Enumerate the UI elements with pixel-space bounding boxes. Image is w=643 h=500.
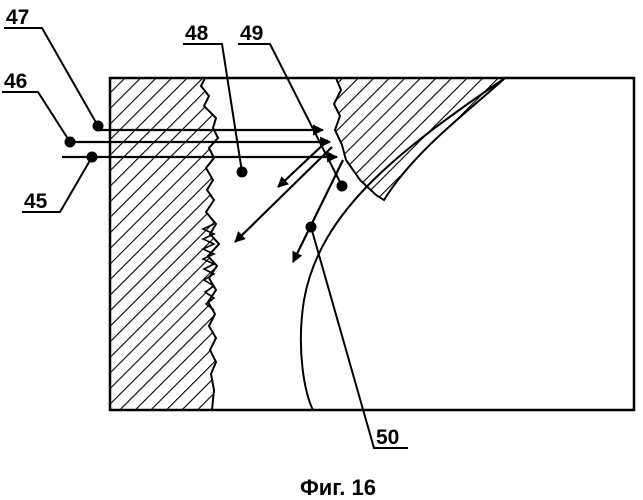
- label-50: 50: [376, 426, 399, 449]
- label-46: 46: [4, 70, 27, 93]
- label-49: 49: [240, 22, 263, 45]
- label-47: 47: [6, 6, 29, 29]
- label-45: 45: [24, 190, 48, 213]
- hatched-wall-left: [110, 78, 219, 410]
- dot-48: [237, 167, 248, 178]
- leader-49: [238, 44, 342, 186]
- dot-46: [65, 137, 76, 148]
- leader-50: [311, 227, 408, 448]
- dot-47: [93, 121, 104, 132]
- dot-50: [306, 222, 317, 233]
- ray-48: [278, 140, 328, 187]
- leader-46: [2, 92, 70, 142]
- label-48: 48: [185, 22, 209, 45]
- figure-caption: Фиг. 16: [300, 475, 376, 500]
- dot-49: [337, 181, 348, 192]
- dot-45: [87, 152, 98, 163]
- ray-49: [235, 147, 332, 242]
